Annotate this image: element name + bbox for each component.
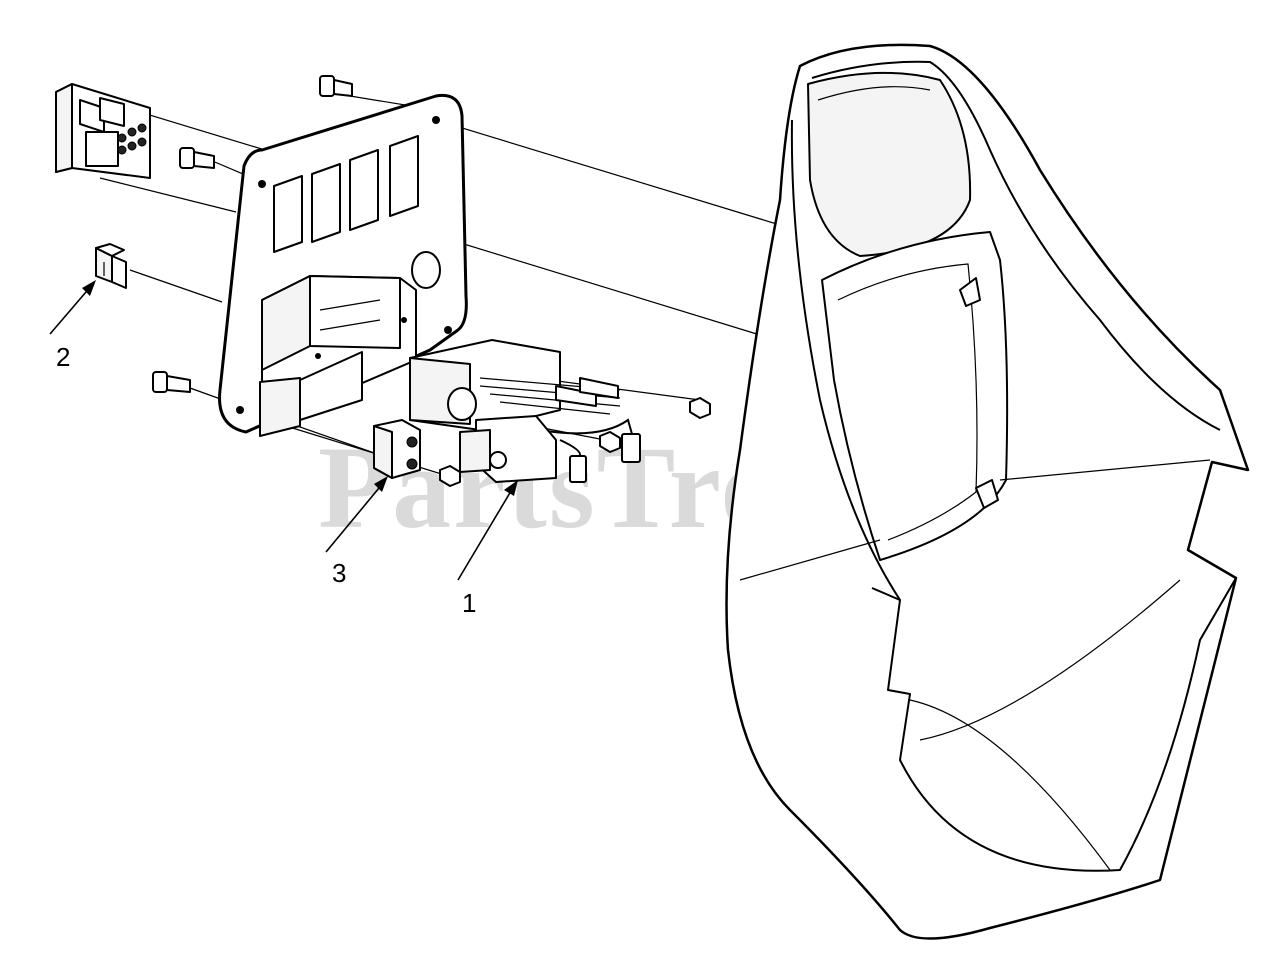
fuse-part-2 [95,243,127,289]
callout-1: 1 [462,588,476,618]
console-housing [725,43,1250,940]
relay-assembly [409,339,711,483]
callout-3: 3 [332,558,346,588]
screw-middle [179,147,215,169]
callout-group: 2 3 1 [49,280,518,618]
circuit-breaker-part-3 [373,419,461,487]
callout-2: 2 [56,342,70,372]
screw-top [319,75,353,97]
screw-bottom [152,371,191,393]
switch-bracket [259,275,417,437]
rocker-switch [55,83,151,179]
